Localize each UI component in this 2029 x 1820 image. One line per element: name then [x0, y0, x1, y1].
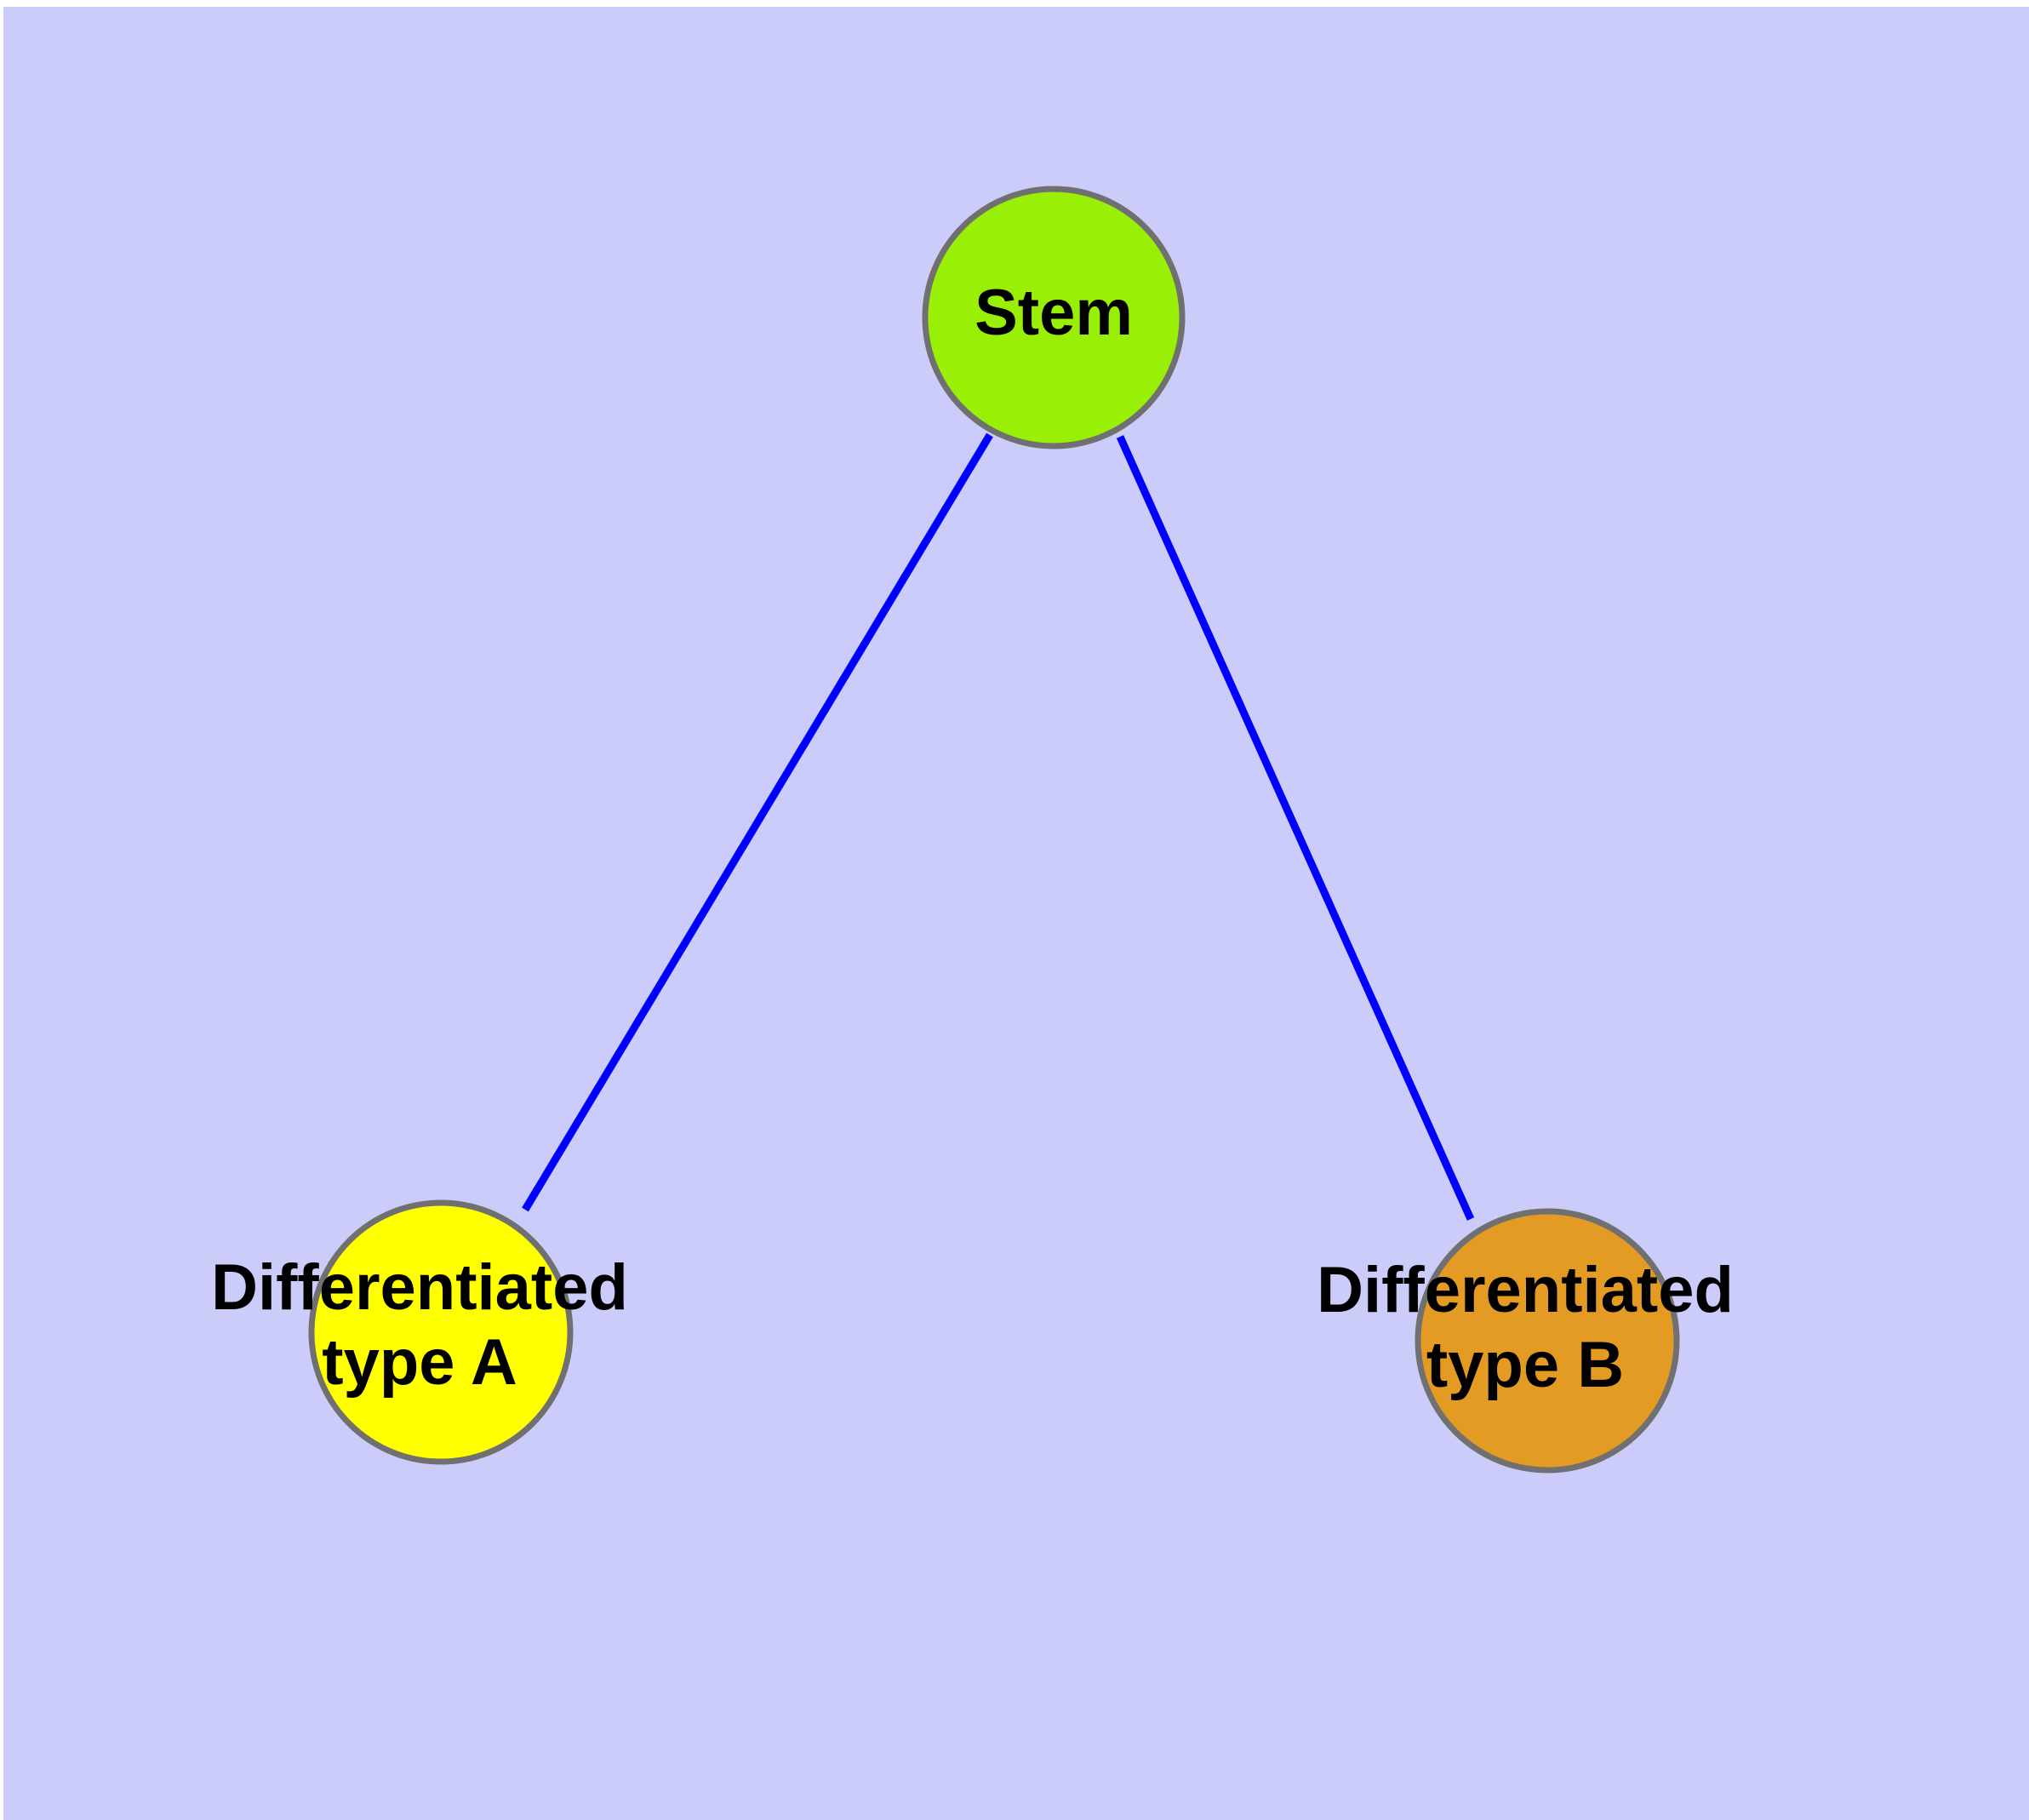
node-label-diff_b-line-1: Differentiated [1317, 1254, 1734, 1326]
graph-node-stem[interactable]: Stem [922, 186, 1186, 449]
node-circle-diff_b[interactable] [1415, 1208, 1680, 1474]
edges-layer [522, 432, 1475, 1221]
node-label-diff_b-line-2: type B [1426, 1329, 1624, 1401]
graph-edge-stem-to-diff-a[interactable] [522, 432, 993, 1212]
node-circle-diff_a[interactable] [308, 1199, 574, 1465]
node-label-diff_a-line-2: type A [322, 1326, 517, 1399]
node-circle-stem[interactable] [922, 186, 1186, 449]
node-label-stem-line-1: Stem [974, 277, 1133, 349]
node-label-diff_a-line-1: Differentiated [211, 1251, 628, 1324]
graph-edge-stem-to-diff-b[interactable] [1116, 435, 1475, 1221]
